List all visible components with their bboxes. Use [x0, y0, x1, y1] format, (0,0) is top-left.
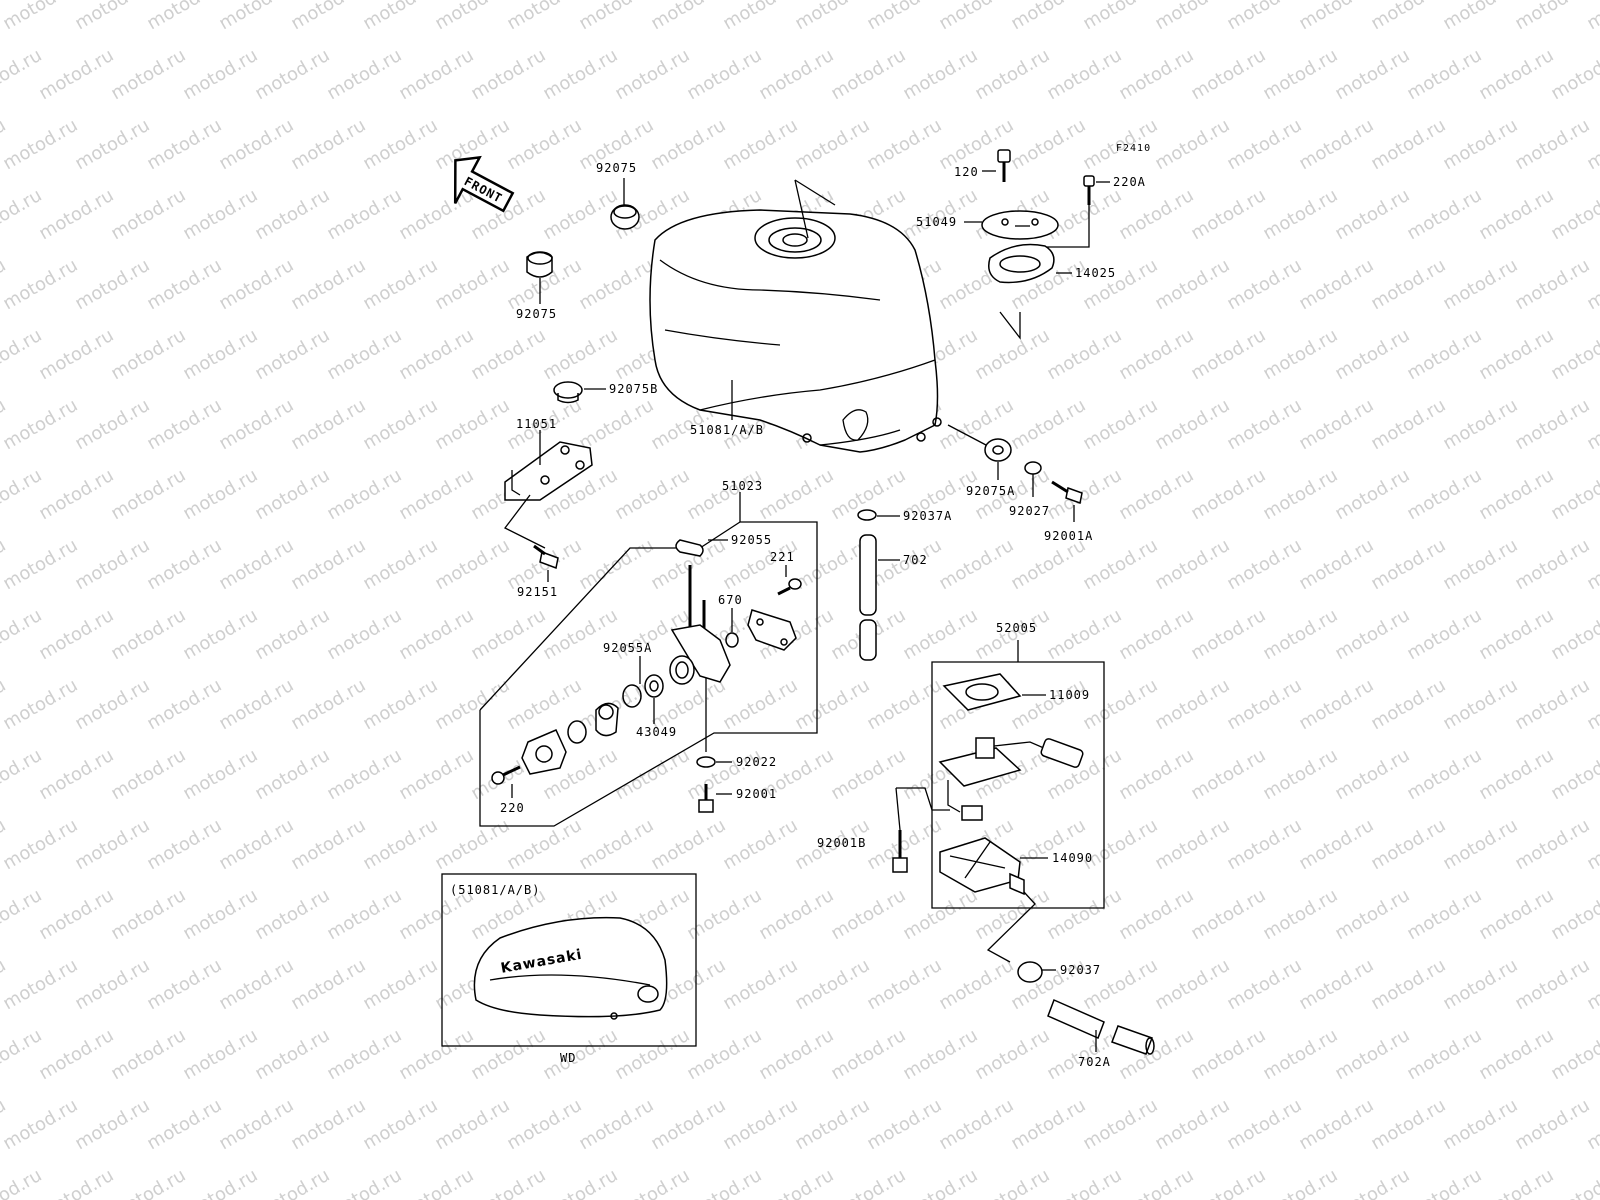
- screw-221: [777, 565, 802, 596]
- cap-51049: [964, 210, 1059, 240]
- inset-caption: WD: [560, 1051, 576, 1065]
- label-92075B: 92075B: [609, 382, 658, 396]
- figure-code: F2410: [1116, 143, 1151, 154]
- label-51023: 51023: [722, 479, 763, 493]
- screw-220: [491, 765, 521, 798]
- label-92151: 92151: [517, 585, 558, 599]
- bolt-120: [982, 149, 1011, 182]
- label-220A: 220A: [1113, 175, 1146, 189]
- gasket-14025: [988, 243, 1072, 340]
- label-92075-top: 92075: [596, 161, 637, 175]
- o-ring-670: [725, 608, 739, 648]
- pump-group-52005: [931, 640, 1105, 909]
- label-92055A: 92055A: [603, 641, 652, 655]
- washer-92022: [696, 756, 732, 768]
- label-11051: 11051: [516, 417, 557, 431]
- inset-title: (51081/A/B): [450, 883, 540, 897]
- gasket-92055: [675, 539, 728, 557]
- damper-92075A: [947, 424, 1012, 480]
- hose-702A: [1047, 998, 1155, 1055]
- label-92055: 92055: [731, 533, 772, 547]
- bolt-92001A: [1051, 480, 1083, 522]
- plug-92075B: [553, 381, 606, 404]
- label-120: 120: [954, 165, 979, 179]
- bolt-92151: [533, 544, 559, 582]
- hose-702: [859, 534, 900, 661]
- bolt-92001B: [892, 787, 908, 873]
- label-92027: 92027: [1009, 504, 1050, 518]
- fuel-cock-body: [669, 565, 731, 752]
- label-43049: 43049: [636, 725, 677, 739]
- collar-92027: [1024, 461, 1042, 497]
- label-92001B: 92001B: [817, 836, 866, 850]
- bolt-92001: [698, 784, 732, 813]
- gasket-11009: [942, 673, 1046, 711]
- clamp-92037A: [857, 509, 900, 521]
- label-92075A: 92075A: [966, 484, 1015, 498]
- label-92037: 92037: [1060, 963, 1101, 977]
- label-14025: 14025: [1075, 266, 1116, 280]
- bolt-220A: [1045, 175, 1110, 248]
- label-51081: 51081/A/B: [690, 423, 764, 437]
- label-702: 702: [903, 553, 928, 567]
- label-670: 670: [718, 593, 743, 607]
- label-92075-bottom: 92075: [516, 307, 557, 321]
- bracket-11051: [504, 430, 593, 549]
- label-92022: 92022: [736, 755, 777, 769]
- label-702A: 702A: [1078, 1055, 1111, 1069]
- label-51049: 51049: [916, 215, 957, 229]
- fuel-tank: [649, 179, 942, 453]
- label-92037A: 92037A: [903, 509, 952, 523]
- inset-box: Kawasaki: [441, 873, 697, 1047]
- cover-plate: [747, 609, 797, 651]
- sensor-unit: [896, 737, 1084, 821]
- label-92001: 92001: [736, 787, 777, 801]
- front-arrow-icon: FRONT: [453, 155, 515, 213]
- seals-group: [521, 656, 664, 775]
- label-14090: 14090: [1052, 851, 1093, 865]
- label-221: 221: [770, 550, 795, 564]
- label-11009: 11009: [1049, 688, 1090, 702]
- label-220: 220: [500, 801, 525, 815]
- filter-14090: [939, 837, 1048, 963]
- label-52005: 52005: [996, 621, 1037, 635]
- clamp-92037: [1017, 961, 1056, 983]
- damper-92075-left: [526, 251, 553, 304]
- fuel-cock-group-51023: [479, 492, 818, 827]
- label-92001A: 92001A: [1044, 529, 1093, 543]
- damper-92075-top: [610, 178, 640, 230]
